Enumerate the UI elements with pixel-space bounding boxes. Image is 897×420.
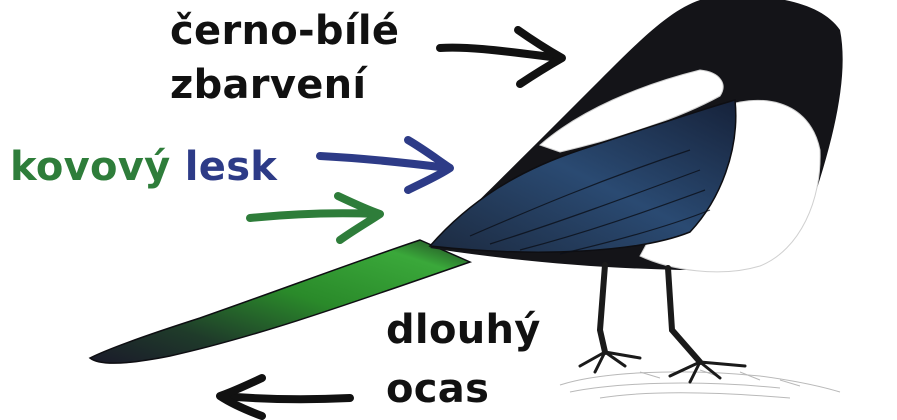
magpie-legs bbox=[600, 265, 700, 362]
label-coloring-line2: zbarvení bbox=[170, 62, 366, 108]
arrow-left-icon bbox=[220, 378, 350, 416]
arrow-right-icon bbox=[440, 30, 562, 84]
magpie-feet bbox=[580, 352, 745, 382]
label-tail-line2: ocas bbox=[386, 366, 489, 412]
arrow-right-icon bbox=[250, 196, 380, 240]
arrow-right-icon bbox=[320, 140, 450, 190]
label-tail-line1: dlouhý bbox=[386, 307, 541, 353]
label-sheen-part2: lesk bbox=[185, 144, 277, 190]
label-metallic-sheen: kovový lesk bbox=[10, 144, 277, 190]
ground-sketch bbox=[560, 370, 840, 398]
label-coloring-line1: černo-bílé bbox=[170, 8, 399, 54]
label-sheen-part1: kovový bbox=[10, 144, 171, 190]
